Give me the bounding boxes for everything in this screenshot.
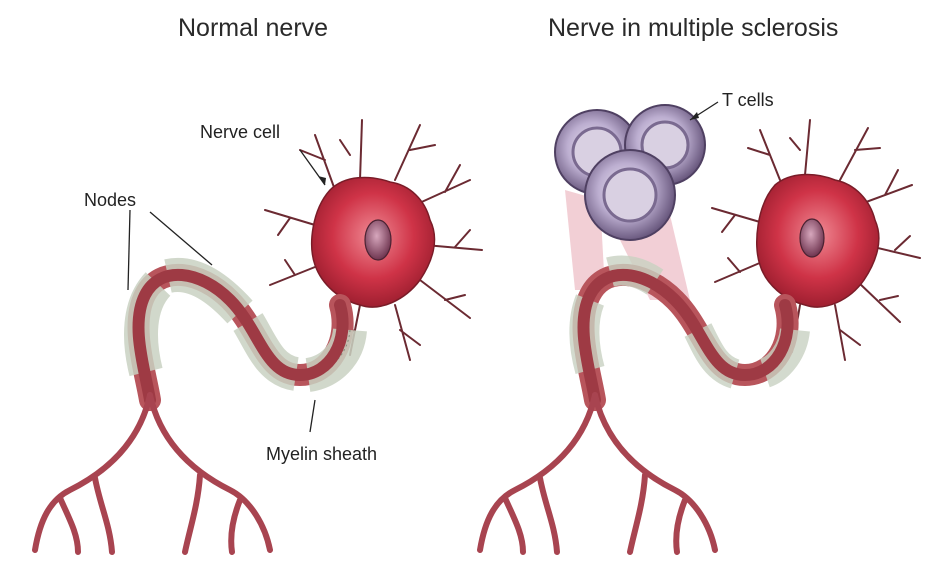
label-myelin-sheath: Myelin sheath — [266, 444, 377, 465]
label-nodes: Nodes — [84, 190, 136, 211]
axon-terminals-right — [480, 395, 715, 552]
nucleus-left — [365, 220, 391, 260]
label-nerve-cell: Nerve cell — [200, 122, 280, 143]
axon-terminals-left — [35, 395, 270, 552]
normal-nerve — [35, 120, 482, 552]
ms-nerve — [480, 102, 920, 552]
nucleus-right — [800, 219, 824, 257]
label-t-cells: T cells — [722, 90, 774, 111]
